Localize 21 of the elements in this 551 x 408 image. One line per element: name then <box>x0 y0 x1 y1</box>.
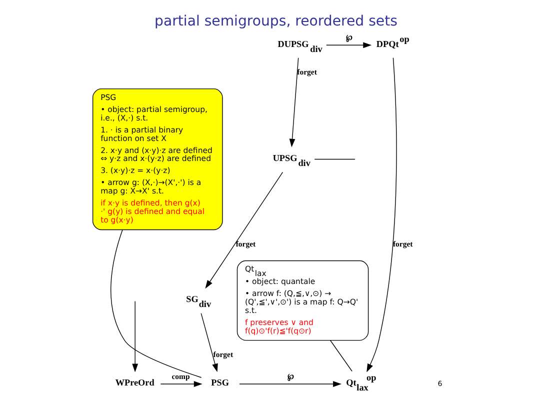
connector <box>110 230 202 378</box>
arrow <box>160 381 202 387</box>
connector <box>314 158 355 160</box>
arrow <box>204 172 283 289</box>
arrow <box>366 57 396 372</box>
edge-label: forget <box>392 239 412 248</box>
connector <box>329 340 352 372</box>
label: 6 <box>437 378 442 388</box>
arrow <box>326 42 372 48</box>
arrow <box>132 300 138 372</box>
node-text: WPreOrd <box>114 378 154 388</box>
edge-label: ℘ <box>286 372 293 381</box>
edge-label: forget <box>212 350 233 360</box>
arrow <box>200 312 218 372</box>
diagram-title: partial semigroups, reordered sets <box>154 13 397 30</box>
node-text: PSG <box>210 378 228 388</box>
arrow <box>288 58 298 148</box>
edge-label: forget <box>235 239 256 248</box>
edge-label: comp <box>171 372 190 381</box>
edge-label: ℘ <box>346 33 352 42</box>
arrow <box>238 381 342 387</box>
